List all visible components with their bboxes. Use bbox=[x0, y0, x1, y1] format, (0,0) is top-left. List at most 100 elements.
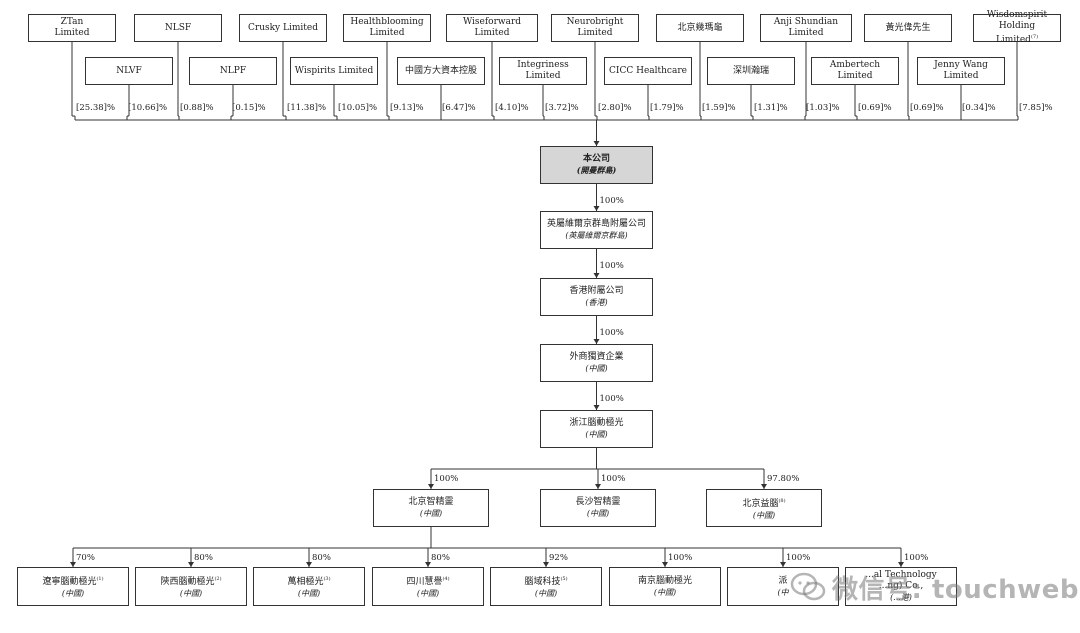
shareholder-pct-8: [6.47]% bbox=[442, 103, 476, 113]
shareholder-6-name: Wispirits Limited bbox=[294, 65, 374, 76]
chain-entity-2-name: 英屬維爾京群島附屬公司 bbox=[546, 219, 646, 229]
level3-pct-6: 100% bbox=[668, 553, 693, 563]
chain-entity-5-name: 浙江腦動極光 bbox=[569, 418, 624, 428]
level2-entity-2-name: 長沙智精靈 bbox=[575, 497, 621, 507]
chain-pct-3: 100% bbox=[599, 328, 624, 338]
chain-pct-4: 100% bbox=[599, 394, 624, 404]
level2-entity-1-name: 北京智精靈 bbox=[408, 497, 454, 507]
level3-pct-1: 70% bbox=[76, 553, 95, 563]
chain-entity-5-jurisdiction: (中國) bbox=[585, 430, 608, 439]
shareholder-pct-10: [3.72]% bbox=[545, 103, 579, 113]
chain-arrow-4 bbox=[593, 405, 600, 410]
shareholder-pct-1: [25.38]% bbox=[76, 103, 116, 113]
level3-entity-2: 陝西腦動極光(2)(中國) bbox=[135, 567, 247, 606]
chain-arrow-3 bbox=[593, 339, 600, 344]
shareholder-11: Neurobright Limited bbox=[551, 14, 639, 42]
chain-entity-4-jurisdiction: (中國) bbox=[585, 364, 608, 373]
shareholder-pct-17: [0.69]% bbox=[910, 103, 944, 113]
shareholder-2: NLVF bbox=[85, 57, 173, 85]
level3-entity-3: 萬相極光(3)(中國) bbox=[253, 567, 365, 606]
shareholder-pct-3: [0.88]% bbox=[180, 103, 214, 113]
level3-entity-5-note: (5) bbox=[560, 576, 568, 582]
chain-entity-3-jurisdiction: (香港) bbox=[585, 298, 608, 307]
level3-entity-2-jurisdiction: (中國) bbox=[179, 589, 203, 598]
level3-arrow-7 bbox=[780, 562, 786, 567]
chain-arrow-2 bbox=[593, 273, 600, 278]
shareholder-6: Wispirits Limited bbox=[290, 57, 378, 85]
level2-entity-2-jurisdiction: (中國) bbox=[586, 509, 610, 518]
chain-entity-2: 英屬維爾京群島附屬公司(英屬維爾京群島) bbox=[540, 211, 653, 249]
shareholder-pct-14: [1.31]% bbox=[754, 103, 788, 113]
shareholder-pct-4: [0.15]% bbox=[232, 103, 266, 113]
watermark-text: 微信号: touchweb bbox=[832, 574, 1079, 605]
level3-entity-1-jurisdiction: (中國) bbox=[61, 589, 85, 598]
shareholder-2-name: NLVF bbox=[116, 65, 142, 76]
level3-entity-6-name: 南京腦動極光 bbox=[637, 575, 692, 586]
chain-pct-1: 100% bbox=[599, 196, 624, 206]
level3-pct-4: 80% bbox=[431, 553, 450, 563]
level3-entity-1: 遼寧腦動極光(1)(中國) bbox=[17, 567, 129, 606]
level2-arrow-3 bbox=[761, 484, 767, 489]
chain-entity-1-name: 本公司 bbox=[582, 154, 610, 164]
level3-entity-8-jurisdiction: (...港) bbox=[890, 593, 912, 602]
shareholder-11-name: Neurobright Limited bbox=[566, 17, 624, 38]
chain-entity-5: 浙江腦動極光 (中國) bbox=[540, 410, 653, 448]
level2-arrow-2 bbox=[595, 484, 601, 489]
watermark: 微信号: touchweb bbox=[790, 565, 1079, 609]
shareholder-pct-16: [0.69]% bbox=[858, 103, 892, 113]
level2-entity-1-jurisdiction: (中國) bbox=[419, 509, 443, 518]
level3-entity-8-name: ...al Technology...ng) Co., bbox=[865, 570, 937, 591]
shareholder-4: NLPF bbox=[189, 57, 277, 85]
level3-arrow-6 bbox=[662, 562, 668, 567]
level3-entity-5-jurisdiction: (中國) bbox=[534, 589, 558, 598]
shareholder-10: Integriness Limited bbox=[499, 57, 587, 85]
level3-entity-3-name: 萬相極光(3) bbox=[287, 576, 331, 587]
shareholder-8: 中國方大資本控股 bbox=[397, 57, 485, 85]
chain-pct-2: 100% bbox=[599, 261, 624, 271]
shareholder-pct-18: [0.34]% bbox=[962, 103, 996, 113]
shareholder-pct-11: [2.80]% bbox=[598, 103, 632, 113]
level3-entity-4: 四川慧譽(4)(中國) bbox=[372, 567, 484, 606]
level2-pct-2: 100% bbox=[601, 474, 626, 484]
level3-arrow-2 bbox=[188, 562, 194, 567]
level3-entity-5-name: 腦域科技(5) bbox=[524, 576, 568, 587]
shareholder-13: 北京幾瑪龜 bbox=[656, 14, 744, 42]
level3-entity-3-note: (3) bbox=[323, 576, 331, 582]
shareholder-12: CICC Healthcare bbox=[604, 57, 692, 85]
level3-entity-7-name: 派 bbox=[778, 575, 788, 586]
level3-entity-7: 派(中 bbox=[727, 567, 839, 606]
level2-pct-3: 97.80% bbox=[767, 474, 800, 484]
level2-entity-1: 北京智精靈 (中國) bbox=[373, 489, 489, 527]
shareholder-pct-7: [9.13]% bbox=[390, 103, 424, 113]
wechat-icon bbox=[790, 572, 826, 601]
chain-arrow-1 bbox=[593, 206, 600, 211]
shareholder-19-note: (7) bbox=[1030, 34, 1039, 40]
shareholder-pct-2: [10.66]% bbox=[128, 103, 168, 113]
level3-arrow-1 bbox=[70, 562, 76, 567]
level3-arrow-5 bbox=[543, 562, 549, 567]
level3-entity-6-jurisdiction: (中國) bbox=[653, 587, 677, 597]
level2-pct-1: 100% bbox=[434, 474, 459, 484]
shareholder-pct-19: [7.85]% bbox=[1019, 103, 1053, 113]
level2-arrow-1 bbox=[428, 484, 434, 489]
level3-arrow-3 bbox=[306, 562, 312, 567]
shareholder-12-name: CICC Healthcare bbox=[609, 65, 687, 76]
shareholder-17-name: 黃光偉先生 bbox=[885, 22, 931, 33]
level3-entity-4-name: 四川慧譽(4) bbox=[406, 576, 450, 587]
shareholder-17: 黃光偉先生 bbox=[864, 14, 952, 42]
level3-entity-6: 南京腦動極光(中國) bbox=[609, 567, 721, 606]
shareholder-pct-12: [1.79]% bbox=[650, 103, 684, 113]
